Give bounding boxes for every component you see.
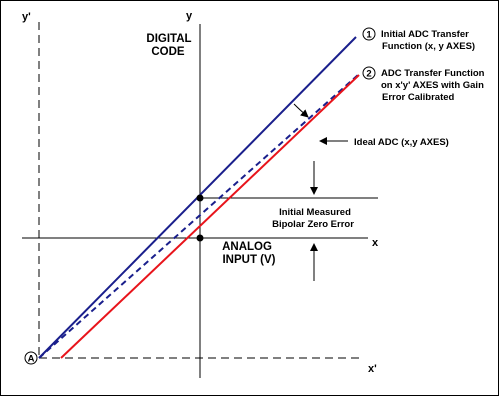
calibrated-transfer-line	[38, 74, 359, 359]
x-axis-label: x	[372, 237, 379, 249]
digital-code-label-2: CODE	[151, 46, 185, 58]
gain-calibration-arrow	[293, 103, 309, 118]
callout-1-number: 1	[366, 30, 372, 41]
initial-zero-point	[196, 194, 204, 202]
bipolar-zero-error-label: Initial Measured	[279, 207, 351, 218]
point-a-label: A	[28, 354, 35, 365]
callout-2-text-3: Error Calibrated	[382, 92, 455, 103]
y-axis-label: y	[186, 10, 193, 22]
callout-1-text: Initial ADC Transfer	[381, 29, 469, 40]
callout-1-marker	[362, 27, 376, 41]
digital-code-label: DIGITAL	[146, 33, 191, 45]
bipolar-zero-error-label-2: Bipolar Zero Error	[272, 219, 354, 230]
y-prime-axis-label: y'	[22, 11, 31, 23]
x-prime-axis-label: x'	[368, 363, 377, 375]
analog-input-label-2: INPUT (V)	[222, 254, 275, 266]
ideal-adc-label: Ideal ADC (x,y AXES)	[354, 137, 449, 148]
point-a-marker	[24, 351, 38, 365]
ideal-zero-point	[196, 234, 204, 242]
callout-2-marker	[362, 66, 376, 80]
ideal-adc-line	[60, 74, 360, 359]
callout-2-text: ADC Transfer Function	[381, 68, 485, 79]
analog-input-label: ANALOG	[222, 241, 272, 253]
callout-2-text-2: on x'y' AXES with Gain	[381, 80, 484, 91]
callout-2-number: 2	[366, 69, 371, 80]
callout-1-text-2: Function (x, y AXES)	[382, 41, 475, 52]
